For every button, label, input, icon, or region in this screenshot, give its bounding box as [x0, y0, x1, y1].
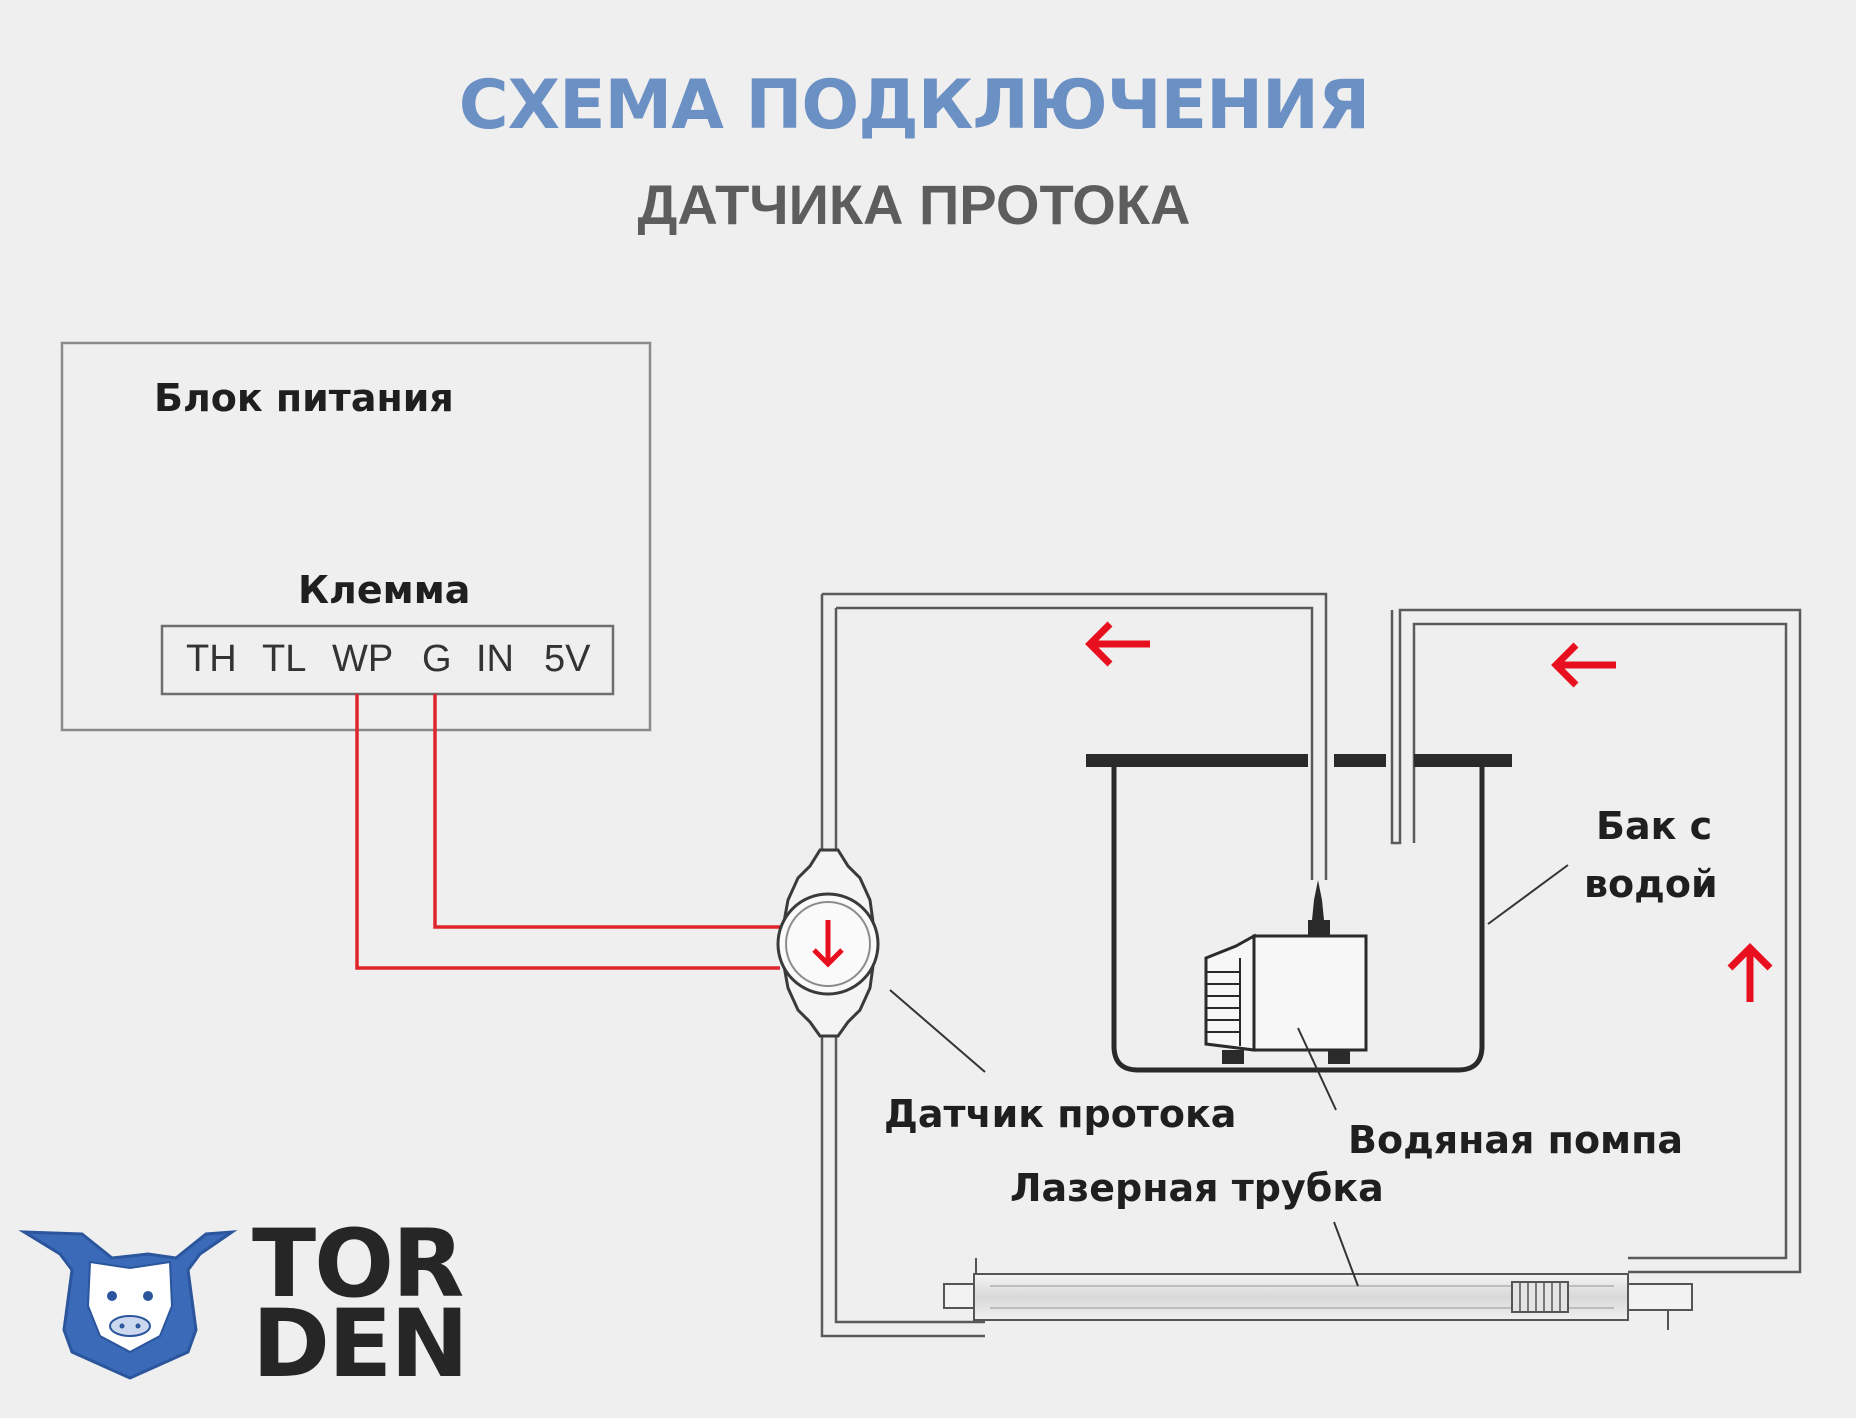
terminal-block	[160, 624, 615, 696]
water-hoses	[820, 592, 1802, 1338]
water-tank-label-line1: Бак с	[1596, 804, 1713, 848]
flow-arrow-up-icon	[1727, 943, 1773, 1002]
terminal-tl: TL	[262, 638, 307, 680]
water-tank-label-line2: водой	[1584, 862, 1718, 906]
laser-tube	[943, 1221, 1693, 1330]
laser-tube-label: Лазерная трубка	[1010, 1166, 1384, 1210]
terminal-5v: 5V	[544, 638, 591, 680]
torden-bull-logo-icon	[18, 1230, 238, 1380]
water-tank	[1086, 754, 1569, 1073]
terminal-wp: WP	[332, 638, 394, 680]
flow-sensor	[776, 848, 986, 1073]
logo-text-line1: TOR	[252, 1210, 464, 1319]
terminal-label: Клемма	[298, 568, 471, 612]
wire-g	[433, 694, 780, 929]
terminal-g: G	[422, 638, 452, 680]
wire-wp	[355, 694, 780, 970]
terminal-in: IN	[476, 638, 514, 680]
flow-sensor-label: Датчик протока	[884, 1092, 1237, 1136]
terminal-th: TH	[186, 638, 237, 680]
water-pump-label: Водяная помпа	[1348, 1118, 1684, 1162]
power-supply-label: Блок питания	[154, 376, 454, 420]
water-pump	[1204, 880, 1368, 1111]
diagram-title: СХЕМА ПОДКЛЮЧЕНИЯ	[458, 66, 1371, 145]
flow-arrow-left-1-icon	[1085, 621, 1150, 667]
diagram-subtitle: ДАТЧИКА ПРОТОКА	[637, 173, 1191, 236]
flow-direction-arrow-icon	[812, 920, 844, 968]
logo-text-line2: DEN	[252, 1290, 469, 1399]
flow-arrow-left-2-icon	[1551, 642, 1616, 688]
